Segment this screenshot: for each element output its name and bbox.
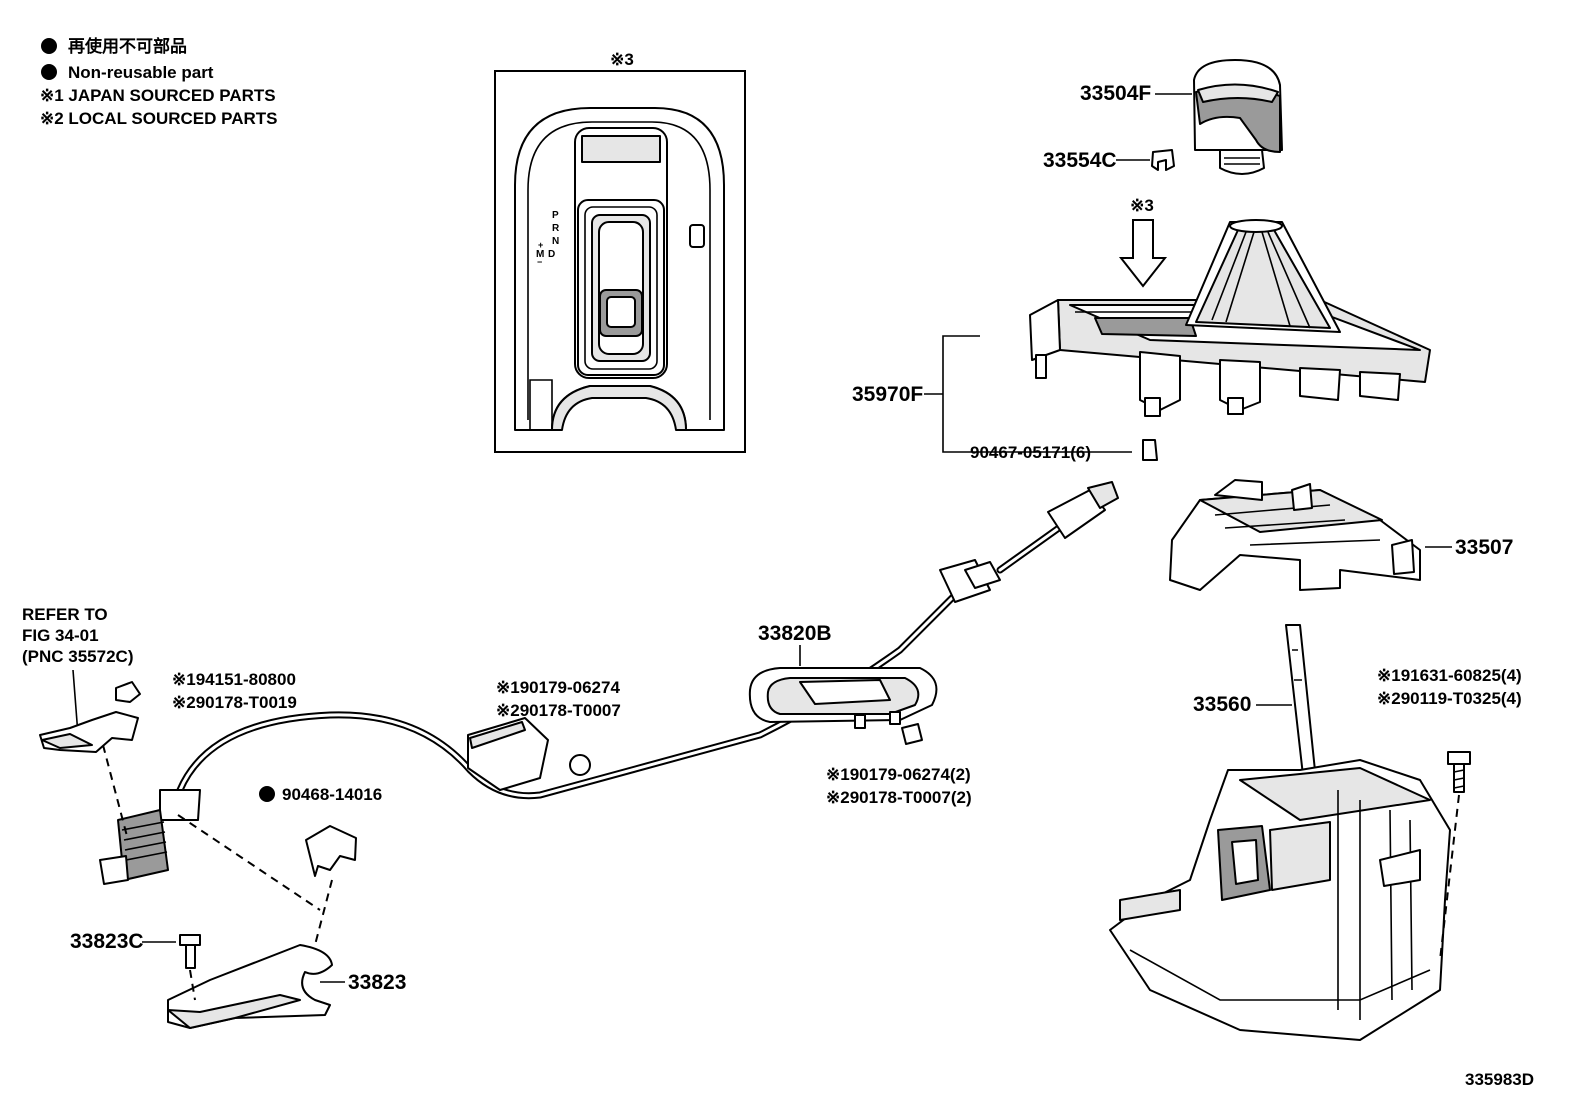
gear-label-d: D xyxy=(548,249,555,260)
label-190179-06274: ※190179-06274 xyxy=(496,678,620,697)
shift-cable-drawing xyxy=(99,481,1119,885)
clip-guide-line xyxy=(314,879,333,946)
legend-line-2: Non-reusable part xyxy=(68,63,214,82)
label-33823c: 33823C xyxy=(70,930,144,953)
gear-label-plus: + xyxy=(538,240,543,250)
refer-nut-drawing xyxy=(115,681,141,703)
grommet-nut-drawing xyxy=(569,754,591,776)
non-reusable-dot-icon xyxy=(259,786,275,802)
label-33820b: 33820B xyxy=(758,622,832,645)
label-33507: 33507 xyxy=(1455,536,1513,559)
shift-knob-drawing xyxy=(1193,59,1283,175)
refer-line-2: FIG 34-01 xyxy=(22,626,99,645)
cable-plate-drawing xyxy=(748,667,938,729)
label-90467-05171: 90467-05171(6) xyxy=(970,443,1091,462)
inset-frame xyxy=(494,70,746,453)
knob-clip-drawing xyxy=(1151,149,1175,171)
diagram-id: 335983D xyxy=(1465,1070,1534,1089)
label-290119-t0325: ※290119-T0325(4) xyxy=(1377,689,1522,708)
leader-refer xyxy=(72,669,79,736)
label-33560: 33560 xyxy=(1193,693,1251,716)
label-90468-14016: 90468-14016 xyxy=(282,785,382,804)
label-290178-t0007-2: ※290178-T0007(2) xyxy=(826,788,972,807)
gear-label-r: R xyxy=(552,223,560,234)
legend: 再使用不可部品 Non-reusable part ※1 JAPAN SOURC… xyxy=(40,36,277,128)
non-reusable-dot-icon xyxy=(41,64,57,80)
label-191631-60825: ※191631-60825(4) xyxy=(1377,666,1522,685)
cable-guide-line xyxy=(177,814,321,911)
retainer-clip-drawing xyxy=(305,825,357,877)
down-arrow-icon xyxy=(1118,219,1168,288)
label-33554c: 33554C xyxy=(1043,149,1117,172)
gear-label-p: P xyxy=(552,210,559,221)
gear-label-n: N xyxy=(552,236,559,247)
label-33823: 33823 xyxy=(348,971,406,994)
plate-nut-drawing xyxy=(901,723,923,745)
bracket-bolt-drawing xyxy=(179,934,201,969)
arrow-note-label: ※3 xyxy=(1130,196,1154,215)
upper-housing-drawing xyxy=(1169,479,1421,591)
shift-bezel-drawing xyxy=(1029,219,1431,417)
bolt-l-guide-line xyxy=(189,969,196,1001)
gear-label-minus: − xyxy=(537,257,542,267)
bezel-clip-drawing xyxy=(1142,439,1158,461)
non-reusable-dot-icon xyxy=(41,38,57,54)
inset-title: ※3 xyxy=(610,50,634,69)
shift-lever-assembly-drawing xyxy=(1109,624,1451,1041)
label-35970f: 35970F xyxy=(852,383,923,406)
shift-panel-drawing xyxy=(514,107,725,431)
label-33504f: 33504F xyxy=(1080,82,1151,105)
cable-bracket-drawing xyxy=(167,944,333,1029)
refer-line-3: (PNC 35572C) xyxy=(22,647,134,666)
label-194151-80800: ※194151-80800 xyxy=(172,670,296,689)
legend-line-3: ※1 JAPAN SOURCED PARTS xyxy=(40,86,276,105)
legend-line-1: 再使用不可部品 xyxy=(68,36,187,56)
refer-bracket-drawing xyxy=(39,711,139,753)
legend-line-4: ※2 LOCAL SOURCED PARTS xyxy=(40,109,277,128)
lever-bolt-drawing xyxy=(1447,751,1471,793)
inset-panel: ※3 P R N D M + − xyxy=(494,50,746,453)
label-290178-t0019: ※290178-T0019 xyxy=(172,693,297,712)
label-190179-06274-2: ※190179-06274(2) xyxy=(826,765,971,784)
label-290178-t0007: ※290178-T0007 xyxy=(496,701,621,720)
refer-guide-line xyxy=(102,744,129,841)
gear-label-m: M xyxy=(536,249,544,260)
refer-line-1: REFER TO xyxy=(22,605,108,624)
